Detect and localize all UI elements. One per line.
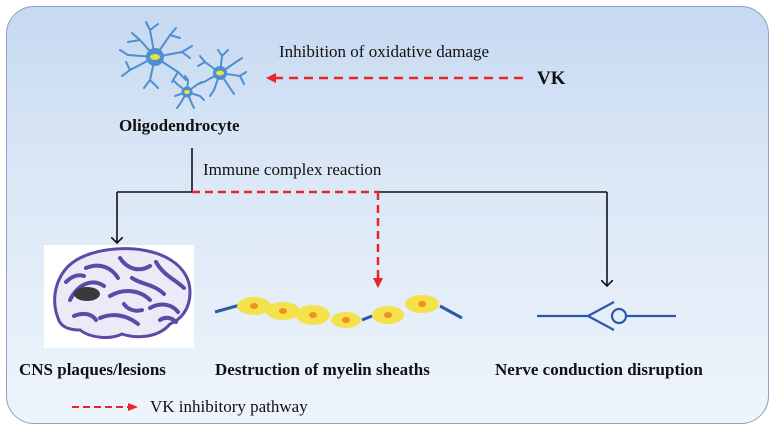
brain-icon (44, 245, 194, 348)
inhibition-label: Inhibition of oxidative damage (279, 42, 490, 61)
vk-label: VK (537, 68, 566, 89)
nerve-conduction-icon (537, 301, 676, 331)
cell-small-icon (172, 75, 205, 109)
background-panel (6, 6, 769, 424)
cns-plaques-label: CNS plaques/lesions (19, 360, 166, 379)
myelin-sheath-icon (214, 295, 463, 328)
cell-medium-icon (197, 49, 247, 97)
nerve-disruption-label: Nerve conduction disruption (495, 360, 703, 379)
vk-myelin-inhibition-arrow (192, 190, 383, 288)
myelin-destruction-label: Destruction of myelin sheaths (215, 360, 430, 379)
cell-large-icon (119, 21, 193, 89)
oligodendrocyte-label: Oligodendrocyte (119, 116, 240, 135)
oligodendrocyte-cells-icon (119, 21, 247, 109)
immune-branch-lines (117, 148, 607, 286)
immune-reaction-label: Immune complex reaction (203, 160, 382, 179)
legend-label: VK inhibitory pathway (150, 397, 308, 416)
